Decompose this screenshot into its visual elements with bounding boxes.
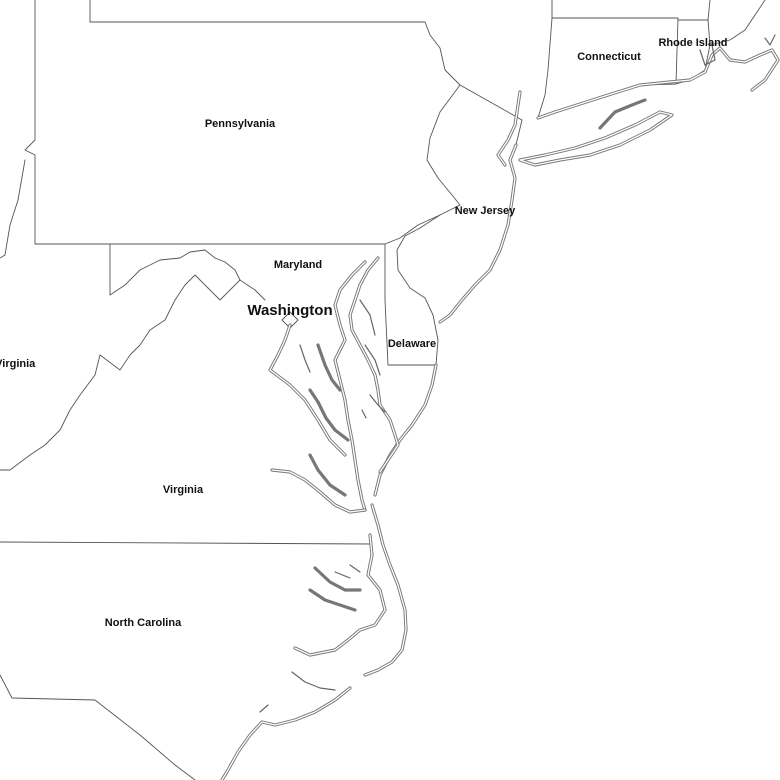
dc-border xyxy=(281,311,299,329)
massachusetts-border xyxy=(707,0,766,46)
label-pennsylvania: Pennsylvania xyxy=(205,118,276,130)
potomac-river xyxy=(268,323,347,457)
delmarva-coast xyxy=(373,363,438,497)
label-west-virginia: West Virginia xyxy=(0,358,36,370)
rhode-island-border xyxy=(675,19,711,85)
label-virginia: Virginia xyxy=(163,484,204,496)
coastlines xyxy=(220,34,780,780)
label-rhode-island: Rhode Island xyxy=(658,37,727,49)
chesapeake-west xyxy=(333,260,367,512)
delaware-river xyxy=(396,214,441,366)
label-washington: Washington xyxy=(247,302,332,319)
label-north-carolina: North Carolina xyxy=(105,617,182,629)
map-labels: Pennsylvania Connecticut Rhode Island Ne… xyxy=(0,37,728,629)
nc-sc-border xyxy=(0,674,196,780)
long-island xyxy=(518,110,674,167)
label-connecticut: Connecticut xyxy=(577,51,641,63)
maryland-delaware-border xyxy=(384,243,436,366)
west-virginia-edge xyxy=(0,159,26,259)
label-delaware: Delaware xyxy=(388,338,436,350)
pennsylvania-border xyxy=(24,0,461,245)
label-maryland: Maryland xyxy=(274,259,322,271)
maryland-wv-border xyxy=(109,243,266,301)
virginia-nc-border xyxy=(0,541,373,545)
ny-nj-border xyxy=(459,84,523,146)
virginia-wv-border xyxy=(0,274,241,471)
label-new-jersey: New Jersey xyxy=(455,205,516,217)
